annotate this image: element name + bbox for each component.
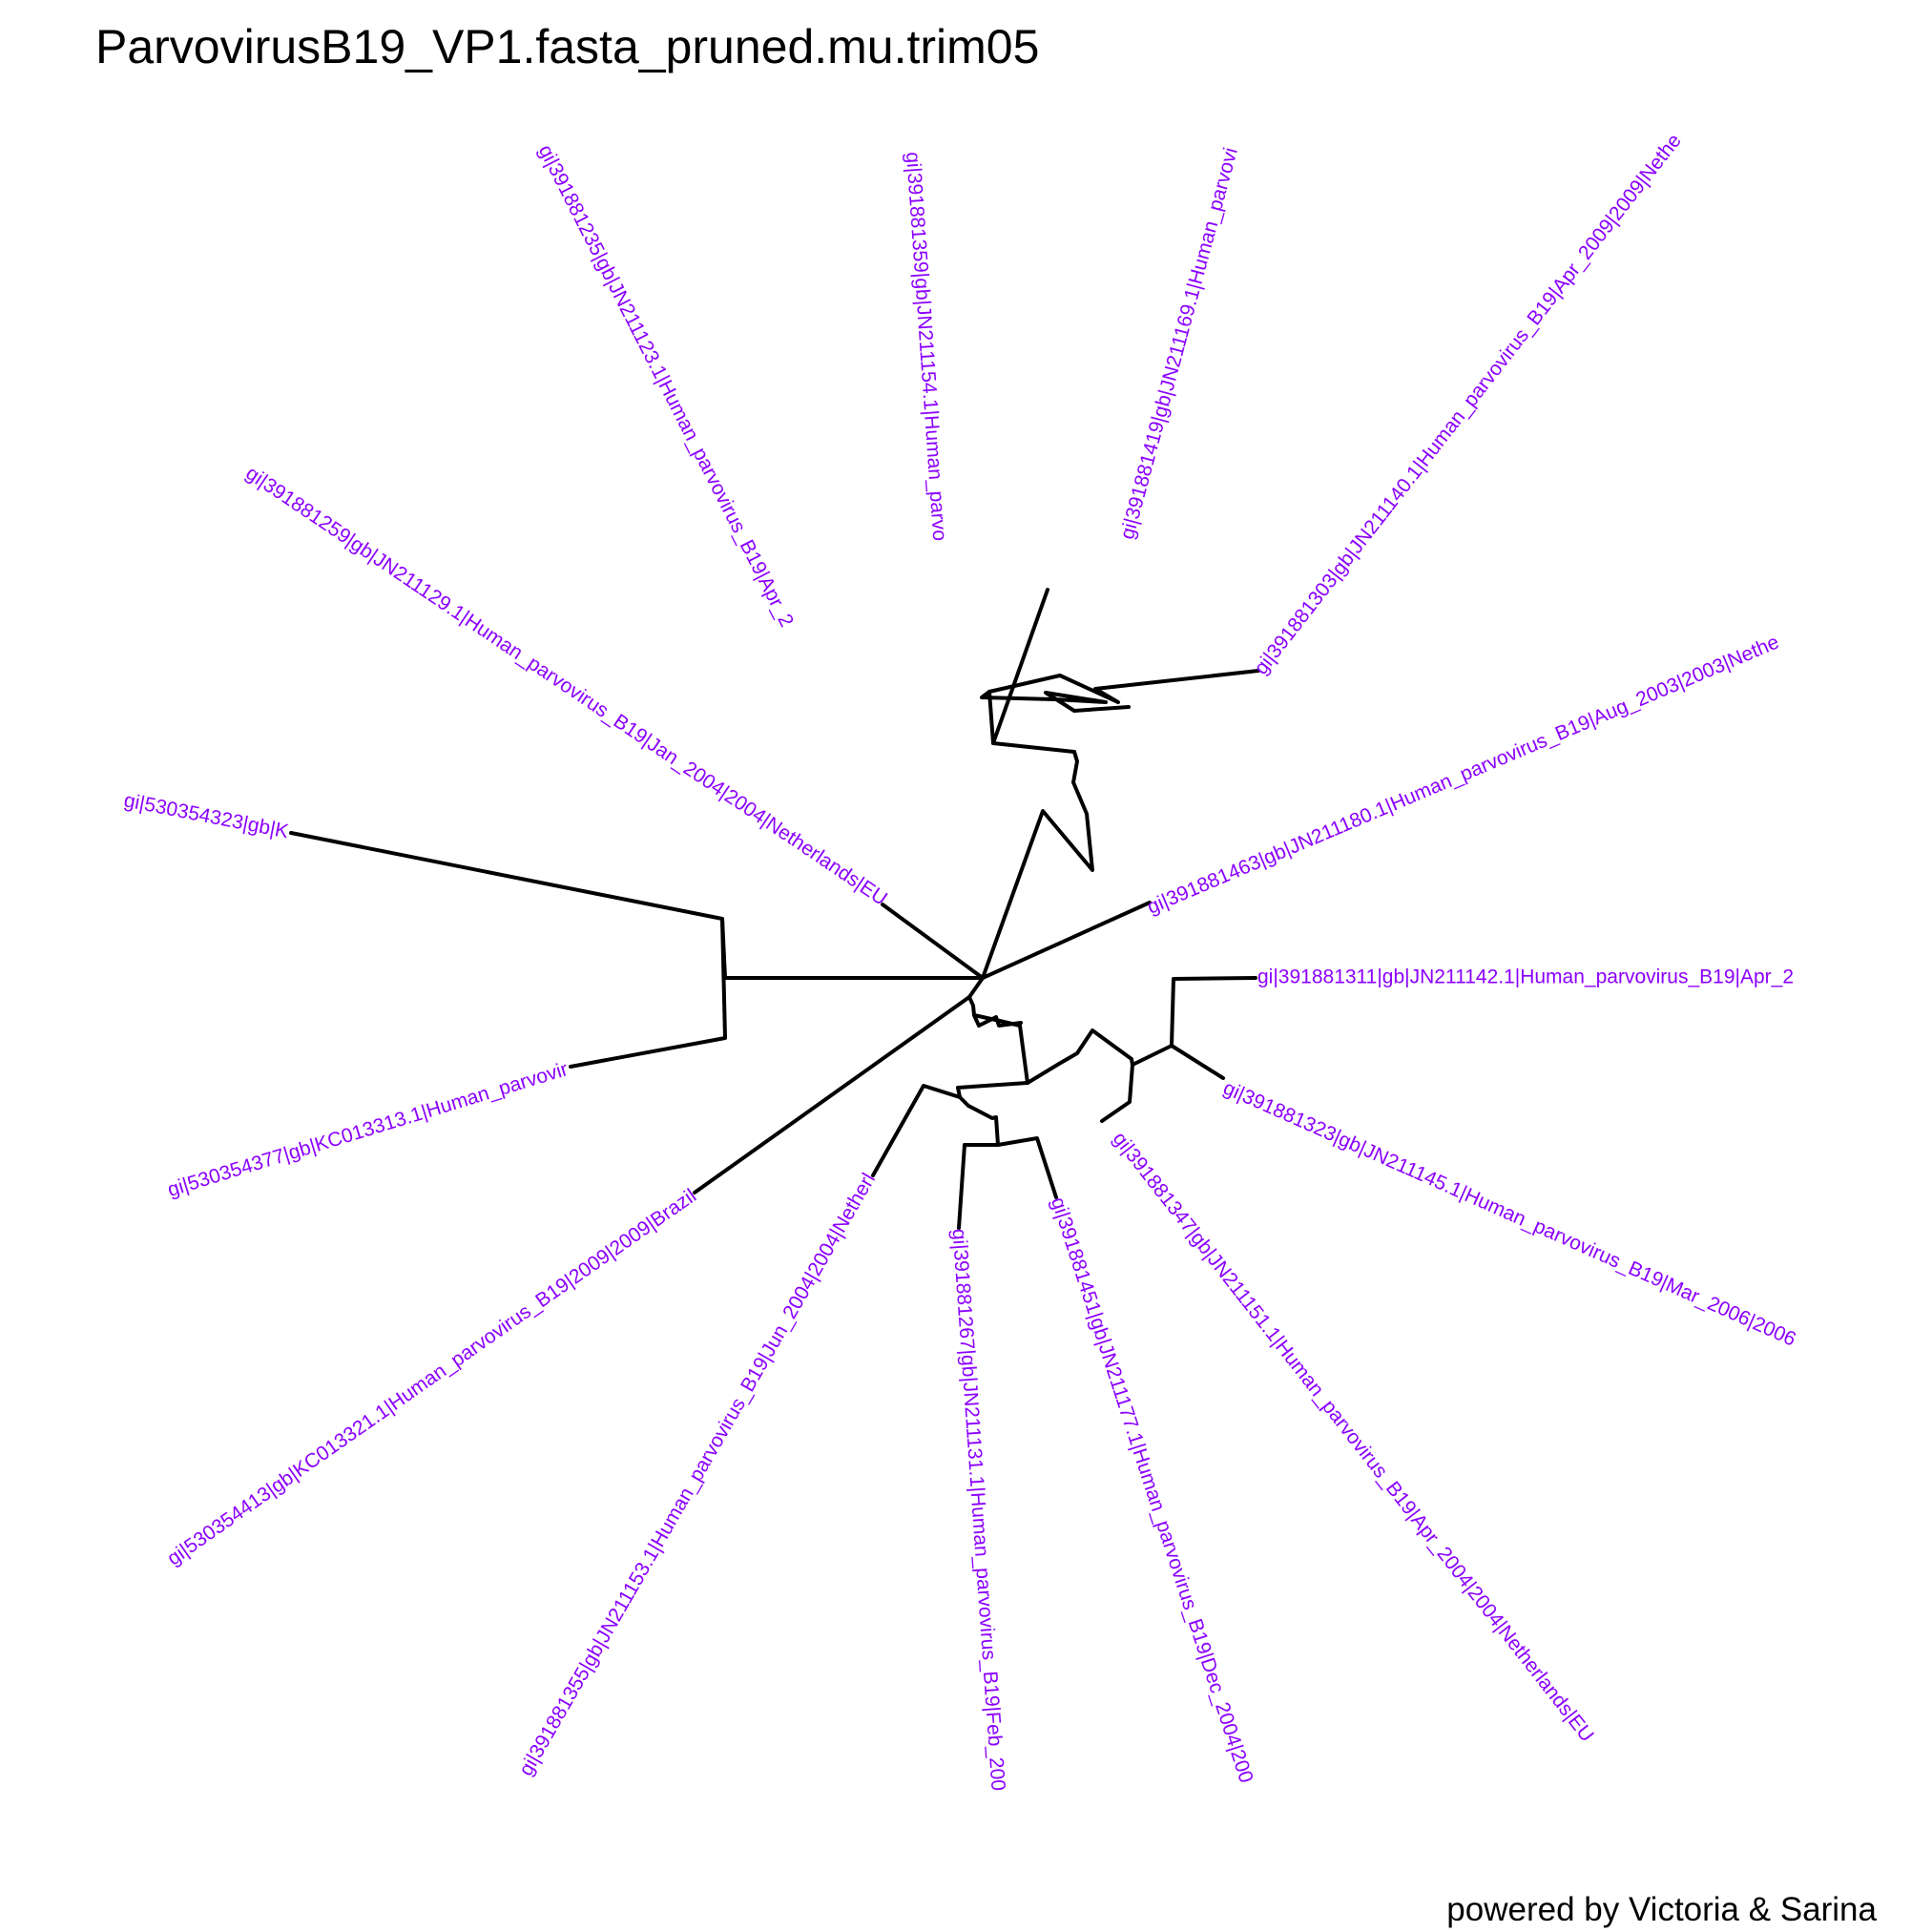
branch	[881, 903, 985, 980]
tip-label: gi|391881355|gb|JN211153.1|Human_parvovi…	[515, 1170, 880, 1779]
branch	[693, 995, 971, 1195]
tip-label: gi|391881359|gb|JN211154.1|Human_parvo	[902, 151, 950, 541]
tip-label: gi|391881303|gb|JN211140.1|Human_parvovi…	[1250, 130, 1686, 678]
tip-label: gi|391881419|gb|JN211169.1|Human_parvovi	[1116, 145, 1242, 541]
branch	[972, 1013, 1022, 1028]
branch	[1131, 976, 1257, 1067]
branch	[981, 750, 1094, 980]
branch	[987, 669, 1260, 745]
figure-title: ParvovirusB19_VP1.fasta_pruned.mu.trim05	[95, 20, 1039, 73]
branch	[957, 1143, 1000, 1230]
tree-branches	[289, 588, 1260, 1230]
credit-text: powered by Victoria & Sarina	[1446, 1891, 1877, 1928]
tip-label: gi|391881311|gb|JN211142.1|Human_parvovi…	[1257, 966, 1794, 988]
branch	[1018, 1024, 1134, 1085]
tip-label: gi|530354323|gb|K	[122, 789, 290, 842]
branch	[981, 901, 1152, 980]
tip-label: gi|391881267|gb|JN211131.1|Human_parvovi…	[947, 1228, 1008, 1792]
tip-label: gi|391881323|gb|JN211145.1|Human_parvovi…	[1220, 1077, 1799, 1351]
tip-label: gi|391881235|gb|JN211123.1|Human_parvovi…	[534, 141, 798, 631]
branch	[956, 1081, 1029, 1147]
branch	[569, 917, 727, 1069]
branch	[871, 1084, 962, 1177]
branch	[996, 1136, 1058, 1199]
branch	[980, 690, 1131, 713]
tip-label: gi|530354377|gb|KC013313.1|Human_parvovi…	[165, 1058, 571, 1201]
branch	[1170, 1044, 1225, 1080]
tip-label: gi|530354413|gb|KC013321.1|Human_parvovi…	[163, 1185, 700, 1570]
branch	[1100, 1063, 1134, 1123]
branch	[991, 588, 1076, 754]
